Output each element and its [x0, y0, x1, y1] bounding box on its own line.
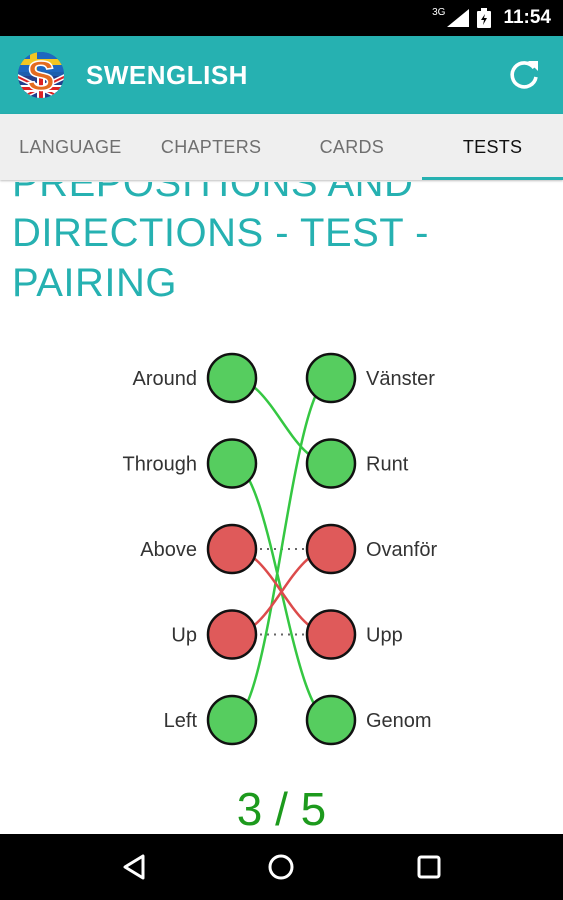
signal-icon [447, 9, 470, 27]
right-node[interactable] [305, 694, 357, 746]
left-word-label: Up [171, 625, 197, 647]
right-node[interactable] [305, 609, 357, 660]
right-word-label: Ovanför [366, 539, 437, 561]
system-nav-bar [0, 834, 563, 900]
left-node[interactable] [206, 694, 258, 746]
svg-text:S: S [27, 52, 55, 99]
app-title: SWENGLISH [86, 60, 248, 90]
left-node[interactable] [206, 609, 258, 660]
tab-chapters[interactable]: CHAPTERS [160, 136, 262, 157]
right-node[interactable] [305, 352, 357, 404]
right-word-label: Vänster [366, 368, 435, 390]
left-word-label: Around [133, 368, 198, 390]
left-word-label: Through [123, 454, 198, 476]
right-word-label: Upp [366, 625, 403, 647]
tab-bar: LANGUAGE CHAPTERS CARDS TESTS [0, 114, 563, 180]
test-title: PREPOSITIONS AND DIRECTIONS - TEST - PAI… [12, 182, 429, 305]
home-button[interactable] [261, 847, 301, 887]
left-word-label: Left [164, 710, 198, 732]
home-icon [268, 854, 294, 880]
tab-cards[interactable]: CARDS [319, 136, 385, 157]
left-word-label: Above [140, 539, 197, 561]
test-content: PREPOSITIONS AND DIRECTIONS - TEST - PAI… [0, 182, 563, 834]
swenglish-logo-icon: S [18, 51, 64, 100]
left-node[interactable] [206, 438, 258, 489]
back-icon [123, 854, 145, 880]
score-text: 3 / 5 [236, 783, 327, 834]
battery-icon [477, 8, 492, 28]
left-node[interactable] [206, 523, 258, 575]
refresh-icon[interactable] [507, 58, 541, 92]
right-node[interactable] [305, 523, 357, 575]
network-type: 3G [432, 6, 446, 18]
right-node[interactable] [305, 438, 357, 489]
status-time: 11:54 [503, 7, 551, 28]
recents-icon [417, 855, 441, 879]
back-button[interactable] [114, 847, 154, 887]
right-word-label: Genom [366, 710, 432, 732]
left-node[interactable] [206, 352, 258, 404]
tab-tests[interactable]: TESTS [422, 114, 563, 180]
right-word-label: Runt [366, 454, 409, 476]
status-bar: 3G 11:54 [0, 0, 563, 36]
tab-language[interactable]: LANGUAGE [19, 136, 122, 157]
recents-button[interactable] [409, 847, 449, 887]
app-bar: S SWENGLISH [0, 36, 563, 114]
